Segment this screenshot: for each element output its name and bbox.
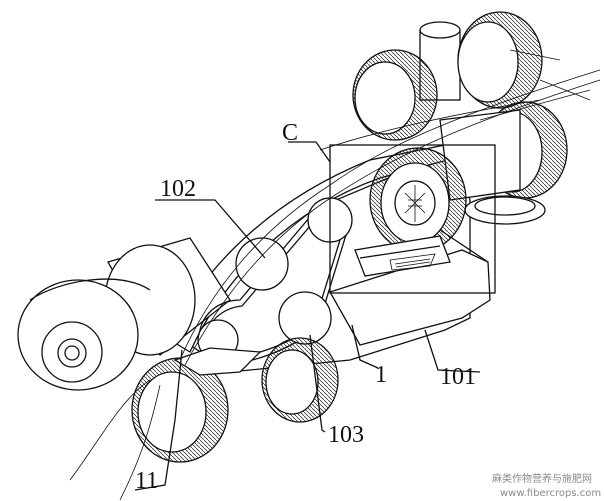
left-drive-pulley	[17, 237, 231, 391]
watermark-line2: www.fibercrops.com	[500, 488, 601, 499]
belt-drive	[197, 197, 353, 366]
slot-bracket	[354, 235, 451, 277]
gear-center	[369, 147, 467, 253]
detail-box-c	[288, 141, 496, 294]
leader-lines	[134, 199, 481, 491]
label-11: 11	[135, 468, 158, 494]
pulley-102	[235, 237, 289, 291]
gear-cluster	[319, 11, 591, 253]
label-101: 101	[440, 364, 476, 390]
pulley-103	[278, 291, 332, 345]
watermark-line1: 麻类作物营养与施肥网	[492, 472, 592, 485]
thread-lines	[69, 69, 601, 501]
lower-gears	[131, 337, 339, 463]
label-102: 102	[160, 176, 196, 202]
gear-top-right	[457, 11, 543, 109]
label-1: 1	[375, 362, 387, 388]
label-c: C	[282, 120, 298, 146]
gear-upper-left	[352, 49, 438, 141]
label-103: 103	[328, 422, 364, 448]
